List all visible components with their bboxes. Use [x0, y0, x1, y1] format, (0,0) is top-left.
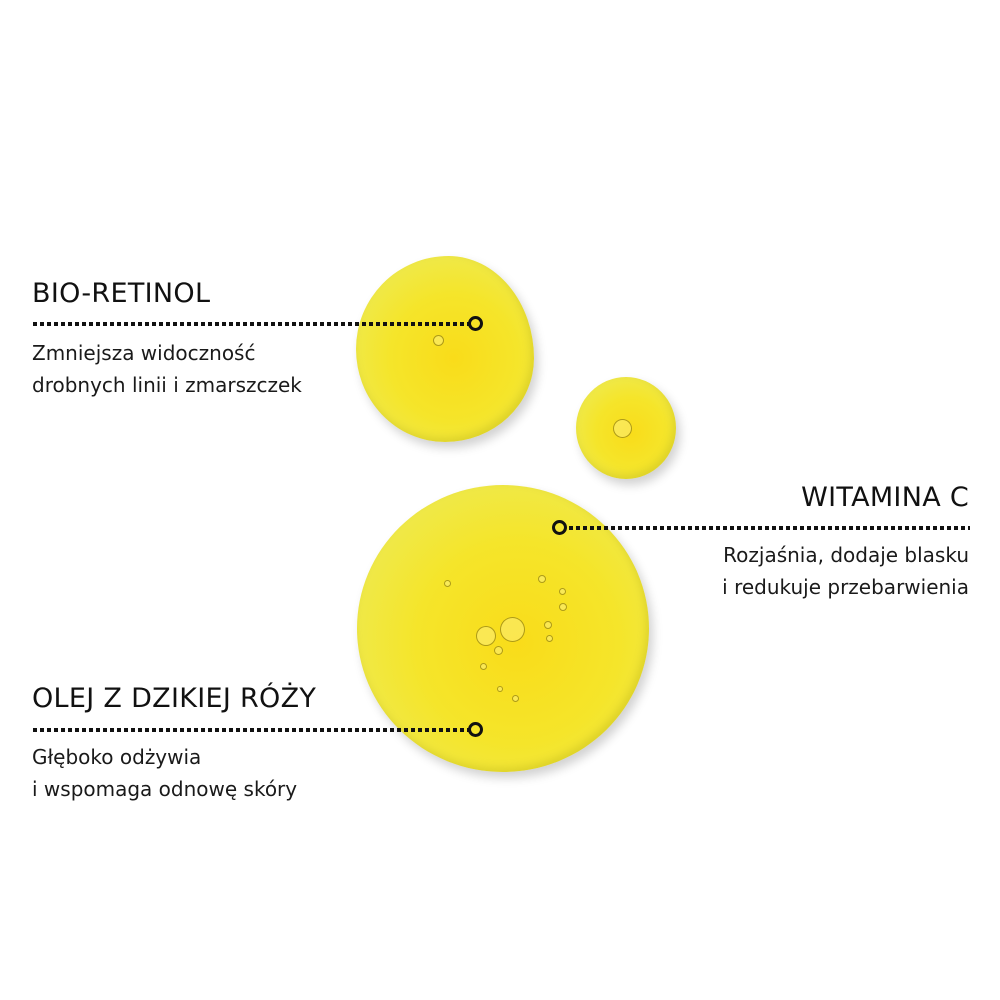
callout-description: Głęboko odżywia i wspomaga odnowę skóry [32, 741, 297, 805]
dotted-leader-line [33, 728, 469, 732]
callout-description: Rozjaśnia, dodaje blasku i redukuje prze… [722, 539, 969, 603]
oil-drop-bio-retinol [356, 256, 534, 442]
callout-marker [468, 722, 483, 737]
bubble [544, 621, 552, 629]
bubble [512, 695, 519, 702]
bubble [538, 575, 546, 583]
callout-description: Zmniejsza widoczność drobnych linii i zm… [32, 337, 302, 401]
description-line: Zmniejsza widoczność [32, 341, 256, 365]
callout-marker [468, 316, 483, 331]
callout-title-bio-retinol: BIO-RETINOL [32, 278, 211, 309]
bubble [476, 626, 496, 646]
bubble [480, 663, 487, 670]
description-line: i wspomaga odnowę skóry [32, 777, 298, 801]
bubble [559, 588, 566, 595]
dotted-leader-line [569, 526, 970, 530]
callout-title-witamina-c: WITAMINA C [801, 482, 969, 513]
description-line: Głęboko odżywia [32, 745, 202, 769]
bubble [613, 419, 632, 438]
bubble [546, 635, 553, 642]
dotted-leader-line [33, 322, 469, 326]
bubble [559, 603, 567, 611]
bubble [433, 335, 444, 346]
bubble [500, 617, 525, 642]
callout-marker [552, 520, 567, 535]
callout-title-olej-z-dzikiej-rozy: OLEJ Z DZIKIEJ RÓŻY [32, 683, 317, 714]
description-line: Rozjaśnia, dodaje blasku [723, 543, 969, 567]
description-line: i redukuje przebarwienia [722, 575, 969, 599]
bubble [497, 686, 503, 692]
bubble [444, 580, 451, 587]
description-line: drobnych linii i zmarszczek [32, 373, 302, 397]
bubble [494, 646, 503, 655]
